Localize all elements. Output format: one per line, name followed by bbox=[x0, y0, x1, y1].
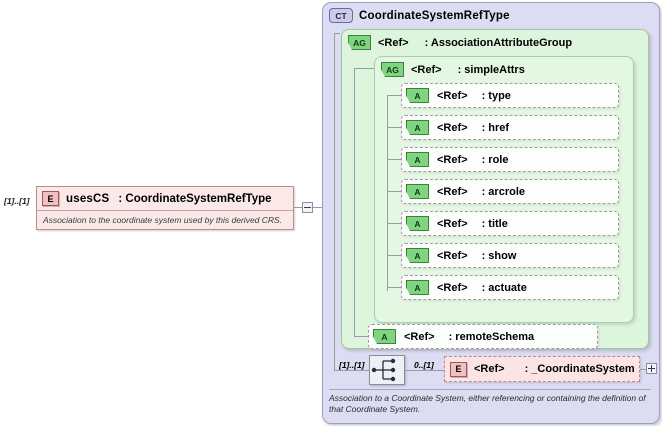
remote-schema-name: : remoteSchema bbox=[448, 330, 535, 343]
attribute-row[interactable]: A <Ref> : actuate bbox=[401, 275, 619, 300]
attribute-tree-branch bbox=[387, 255, 401, 256]
attribute-ref: <Ref> bbox=[437, 121, 468, 134]
uses-cs-element-header: E usesCS : CoordinateSystemRefType bbox=[37, 187, 293, 211]
attribute-tree-spine bbox=[387, 95, 388, 291]
attribute-badge-icon: A bbox=[406, 248, 429, 263]
attribute-ref: <Ref> bbox=[437, 153, 468, 166]
attribute-name: : title bbox=[481, 217, 508, 230]
element-badge-icon: E bbox=[450, 361, 467, 377]
attribute-badge-icon: A bbox=[406, 280, 429, 295]
uses-cs-documentation: Association to the coordinate system use… bbox=[43, 215, 283, 225]
attribute-tree-branch bbox=[387, 223, 401, 224]
coordinate-system-element-box[interactable]: E <Ref> : _CoordinateSystem bbox=[444, 356, 640, 382]
attribute-row[interactable]: A <Ref> : show bbox=[401, 243, 619, 268]
attribute-group-inner-header: AG <Ref> : simpleAttrs bbox=[381, 62, 525, 77]
outer-group-spine bbox=[354, 68, 355, 336]
coordinate-system-element-name: : _CoordinateSystem bbox=[524, 363, 635, 375]
outer-group-branch-remote-schema bbox=[354, 336, 368, 337]
attribute-row[interactable]: A <Ref> : title bbox=[401, 211, 619, 236]
remote-schema-ref: <Ref> bbox=[404, 330, 435, 343]
outer-group-branch-inner bbox=[354, 68, 374, 69]
attribute-group-inner-ref: <Ref> bbox=[411, 63, 442, 76]
complex-type-documentation: Association to a Coordinate System, eith… bbox=[329, 389, 651, 414]
expand-toggle-button[interactable] bbox=[646, 363, 657, 374]
attribute-group-outer-type: : AssociationAttributeGroup bbox=[424, 36, 573, 49]
choice-occurrence-label: [1]..[1] bbox=[339, 360, 365, 370]
coordinate-system-element-ref: <Ref> bbox=[474, 363, 505, 375]
attribute-name: : actuate bbox=[481, 281, 527, 294]
connector-choice-to-element bbox=[405, 370, 444, 371]
attribute-badge-icon: A bbox=[406, 152, 429, 167]
attribute-badge-icon: A bbox=[406, 216, 429, 231]
complex-type-badge-icon: CT bbox=[329, 8, 353, 23]
attribute-name: : role bbox=[481, 153, 509, 166]
attribute-name: : href bbox=[481, 121, 510, 134]
attribute-ref: <Ref> bbox=[437, 249, 468, 262]
attribute-group-outer-ref: <Ref> bbox=[378, 36, 409, 49]
attribute-row[interactable]: A <Ref> : arcrole bbox=[401, 179, 619, 204]
choice-compositor-icon[interactable] bbox=[369, 355, 405, 385]
attribute-row[interactable]: A <Ref> : type bbox=[401, 83, 619, 108]
attribute-tree-branch bbox=[387, 95, 401, 96]
attribute-name: : show bbox=[481, 249, 517, 262]
connector-element-to-expand bbox=[640, 369, 646, 370]
attribute-ref: <Ref> bbox=[437, 217, 468, 230]
attribute-group-inner-badge-icon: AG bbox=[381, 62, 404, 77]
complex-type-header: CT CoordinateSystemRefType bbox=[329, 8, 510, 23]
attribute-name: : arcrole bbox=[481, 185, 525, 198]
uses-cs-element-type: : CoordinateSystemRefType bbox=[118, 192, 272, 205]
attribute-row[interactable]: A <Ref> : href bbox=[401, 115, 619, 140]
uses-cs-element-name: usesCS bbox=[66, 192, 110, 205]
attribute-badge-icon: A bbox=[406, 120, 429, 135]
ct-branch-to-choice bbox=[334, 370, 369, 371]
ct-spine bbox=[334, 33, 335, 370]
attribute-group-inner-type: : simpleAttrs bbox=[457, 63, 525, 76]
attribute-ref: <Ref> bbox=[437, 89, 468, 102]
left-element-occurrence: [1]..[1] bbox=[4, 196, 30, 206]
collapse-toggle-button[interactable] bbox=[302, 202, 313, 213]
attribute-ref: <Ref> bbox=[437, 185, 468, 198]
attribute-badge-icon: A bbox=[406, 184, 429, 199]
complex-type-container: CT CoordinateSystemRefType AG <Ref> : As… bbox=[322, 2, 660, 424]
element-occurrence-label: 0..[1] bbox=[414, 360, 434, 370]
attribute-group-outer-header: AG <Ref> : AssociationAttributeGroup bbox=[348, 35, 572, 50]
ct-branch-to-attribute-group bbox=[334, 33, 340, 34]
attribute-badge-icon: A bbox=[406, 88, 429, 103]
attribute-tree-branch bbox=[387, 191, 401, 192]
attribute-tree-branch bbox=[387, 159, 401, 160]
remote-schema-row[interactable]: A <Ref> : remoteSchema bbox=[368, 324, 598, 349]
attribute-group-inner-container: AG <Ref> : simpleAttrs A <Ref> : type A … bbox=[374, 56, 634, 323]
complex-type-title: CoordinateSystemRefType bbox=[359, 9, 510, 22]
attribute-ref: <Ref> bbox=[437, 281, 468, 294]
attribute-group-outer-container: AG <Ref> : AssociationAttributeGroup AG … bbox=[341, 29, 649, 349]
attribute-badge-icon: A bbox=[373, 329, 396, 344]
attribute-tree-branch bbox=[387, 127, 401, 128]
attribute-tree-branch bbox=[387, 287, 401, 288]
uses-cs-element-box[interactable]: E usesCS : CoordinateSystemRefType Assoc… bbox=[36, 186, 294, 230]
element-badge-icon: E bbox=[42, 191, 59, 206]
attribute-row[interactable]: A <Ref> : role bbox=[401, 147, 619, 172]
attribute-group-badge-icon: AG bbox=[348, 35, 371, 50]
choice-compositor-glyph bbox=[371, 358, 396, 382]
attribute-name: : type bbox=[481, 89, 511, 102]
connector-left-to-toggle bbox=[294, 207, 302, 208]
